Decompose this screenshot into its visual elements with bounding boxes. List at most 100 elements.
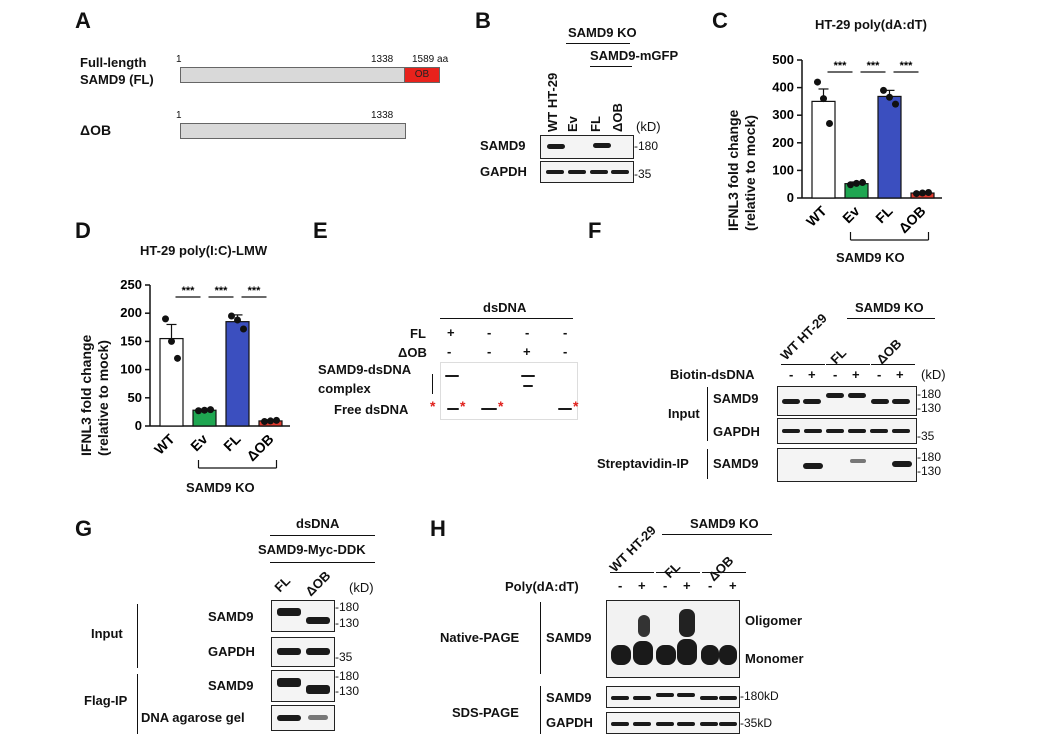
fl-start-number: 1 (176, 54, 182, 65)
c-ytick-label-5: 500 (772, 52, 794, 67)
h-poly-label: Poly(dA:dT) (505, 579, 579, 594)
g-marker-130-b: -130 (335, 684, 360, 698)
c-ytick-label-2: 200 (772, 135, 794, 150)
b-lane-dob: ΔOB (610, 103, 625, 132)
h-marker-180kd: -180kD (740, 689, 779, 703)
g-sub-underline (270, 562, 375, 563)
c-ytick-label-0: 0 (787, 190, 794, 205)
panel-letter-a: A (75, 8, 91, 33)
g-row-samd9-input: SAMD9 (208, 609, 254, 624)
b-marker-180: -180 (634, 139, 659, 153)
d-ytick-label-2: 100 (120, 362, 142, 377)
g-marker-180-a: -180 (335, 600, 360, 614)
f-ko-underline (847, 318, 935, 319)
e-row-dob: ΔOB (398, 345, 427, 360)
h-poly-sign-5: - (708, 578, 713, 593)
f-lane-wt: WT HT-29 (777, 310, 830, 363)
b-marker-35: -35 (634, 167, 652, 181)
g-flag-label: Flag-IP (84, 693, 128, 708)
d-point-0-2 (174, 354, 181, 362)
panel-letter-h: H (430, 516, 446, 541)
panel-letter-g: G (75, 516, 93, 541)
d-point-0-1 (168, 337, 175, 345)
h-blot-gapdh-sds (606, 712, 740, 734)
h-sds-label: SDS-PAGE (452, 705, 519, 720)
f-marker-130-a: -130 (917, 401, 942, 415)
c-sig-text-0: *** (834, 60, 848, 72)
e-fl-sign-4: - (563, 325, 568, 340)
f-kd-label: (kD) (921, 367, 946, 382)
g-marker-180-b: -180 (335, 669, 360, 683)
h-poly-sign-1: - (618, 578, 623, 593)
c-point-3-2 (925, 188, 932, 196)
d-ytick-label-4: 200 (120, 305, 142, 320)
d-title: HT-29 poly(I:C)-LMW (140, 243, 268, 258)
f-biotin-sign-2: + (808, 367, 816, 382)
c-ylabel-1: IFNL3 fold change (725, 109, 741, 231)
g-blot-samd9-input (271, 600, 335, 632)
dob-domain-bar (180, 123, 406, 139)
g-sub-header: SAMD9-Myc-DDK (258, 542, 366, 557)
c-bar-2 (877, 95, 902, 199)
b-header-mgfp: SAMD9-mGFP (590, 48, 679, 63)
c-point-1-2 (859, 179, 866, 187)
g-input-bracket (137, 604, 138, 668)
c-category-label-3: ΔOB (895, 203, 928, 236)
d-point-0-0 (162, 315, 169, 323)
d-bar-0 (159, 337, 184, 427)
fl-end-number: 1589 aa (412, 54, 449, 65)
h-poly-sign-3: - (663, 578, 668, 593)
d-category-label-0: WT (151, 430, 178, 457)
dob-label: ΔOB (80, 122, 112, 138)
dob-start-number: 1 (176, 110, 182, 121)
c-ytick-label-4: 400 (772, 80, 794, 95)
f-wt-underline (781, 364, 825, 365)
h-blot-native (606, 600, 740, 678)
h-poly-sign-6: + (729, 578, 737, 593)
g-lane-dob: ΔOB (302, 567, 334, 599)
h-poly-sign-2: + (638, 578, 646, 593)
f-marker-35: -35 (917, 429, 935, 443)
f-input-label: Input (668, 406, 700, 421)
panel-letter-c: C (712, 8, 728, 33)
e-fl-sign-3: - (525, 325, 530, 340)
g-blot-dna-agarose (271, 705, 335, 731)
f-biotin-sign-1: - (789, 367, 794, 382)
g-flag-bracket (137, 674, 138, 734)
e-complex-line2: complex (318, 381, 371, 396)
c-sig-text-2: *** (900, 60, 914, 72)
f-biotin-sign-6: + (896, 367, 904, 382)
d-point-1-1 (201, 406, 208, 414)
f-lane-dob: ΔOB (873, 335, 905, 367)
f-row-samd9-input: SAMD9 (713, 391, 759, 406)
d-ytick-label-0: 0 (135, 418, 142, 433)
g-row-samd9-flag: SAMD9 (208, 678, 254, 693)
f-biotin-sign-5: - (877, 367, 882, 382)
f-marker-130-b: -130 (917, 464, 942, 478)
h-ko-underline (662, 534, 772, 535)
d-point-3-0 (261, 417, 268, 425)
f-header-ko: SAMD9 KO (855, 300, 924, 315)
g-lane-fl: FL (271, 573, 294, 595)
b-ko-underline (566, 43, 630, 44)
b-row-samd9: SAMD9 (480, 138, 526, 153)
fl-mid-number: 1338 (371, 54, 394, 65)
c-point-1-0 (847, 181, 854, 189)
d-sig-text-0: *** (182, 285, 196, 297)
g-marker-35: -35 (335, 650, 353, 664)
c-ytick-label-3: 300 (772, 107, 794, 122)
f-input-bracket (707, 387, 708, 441)
h-row-gapdh-sds: GAPDH (546, 715, 593, 730)
d-category-label-2: FL (220, 430, 244, 454)
h-monomer-label: Monomer (745, 651, 804, 666)
c-group-label: SAMD9 KO (836, 250, 905, 265)
b-blot-gapdh (540, 161, 634, 183)
f-ip-label: Streptavidin-IP (597, 456, 689, 471)
c-point-1-1 (853, 179, 860, 187)
fl-label-line1: Full-length (80, 55, 147, 70)
panel-letter-d: D (75, 218, 91, 243)
panel-letter-b: B (475, 8, 491, 33)
h-row-samd9-sds: SAMD9 (546, 690, 592, 705)
h-poly-sign-4: + (683, 578, 691, 593)
